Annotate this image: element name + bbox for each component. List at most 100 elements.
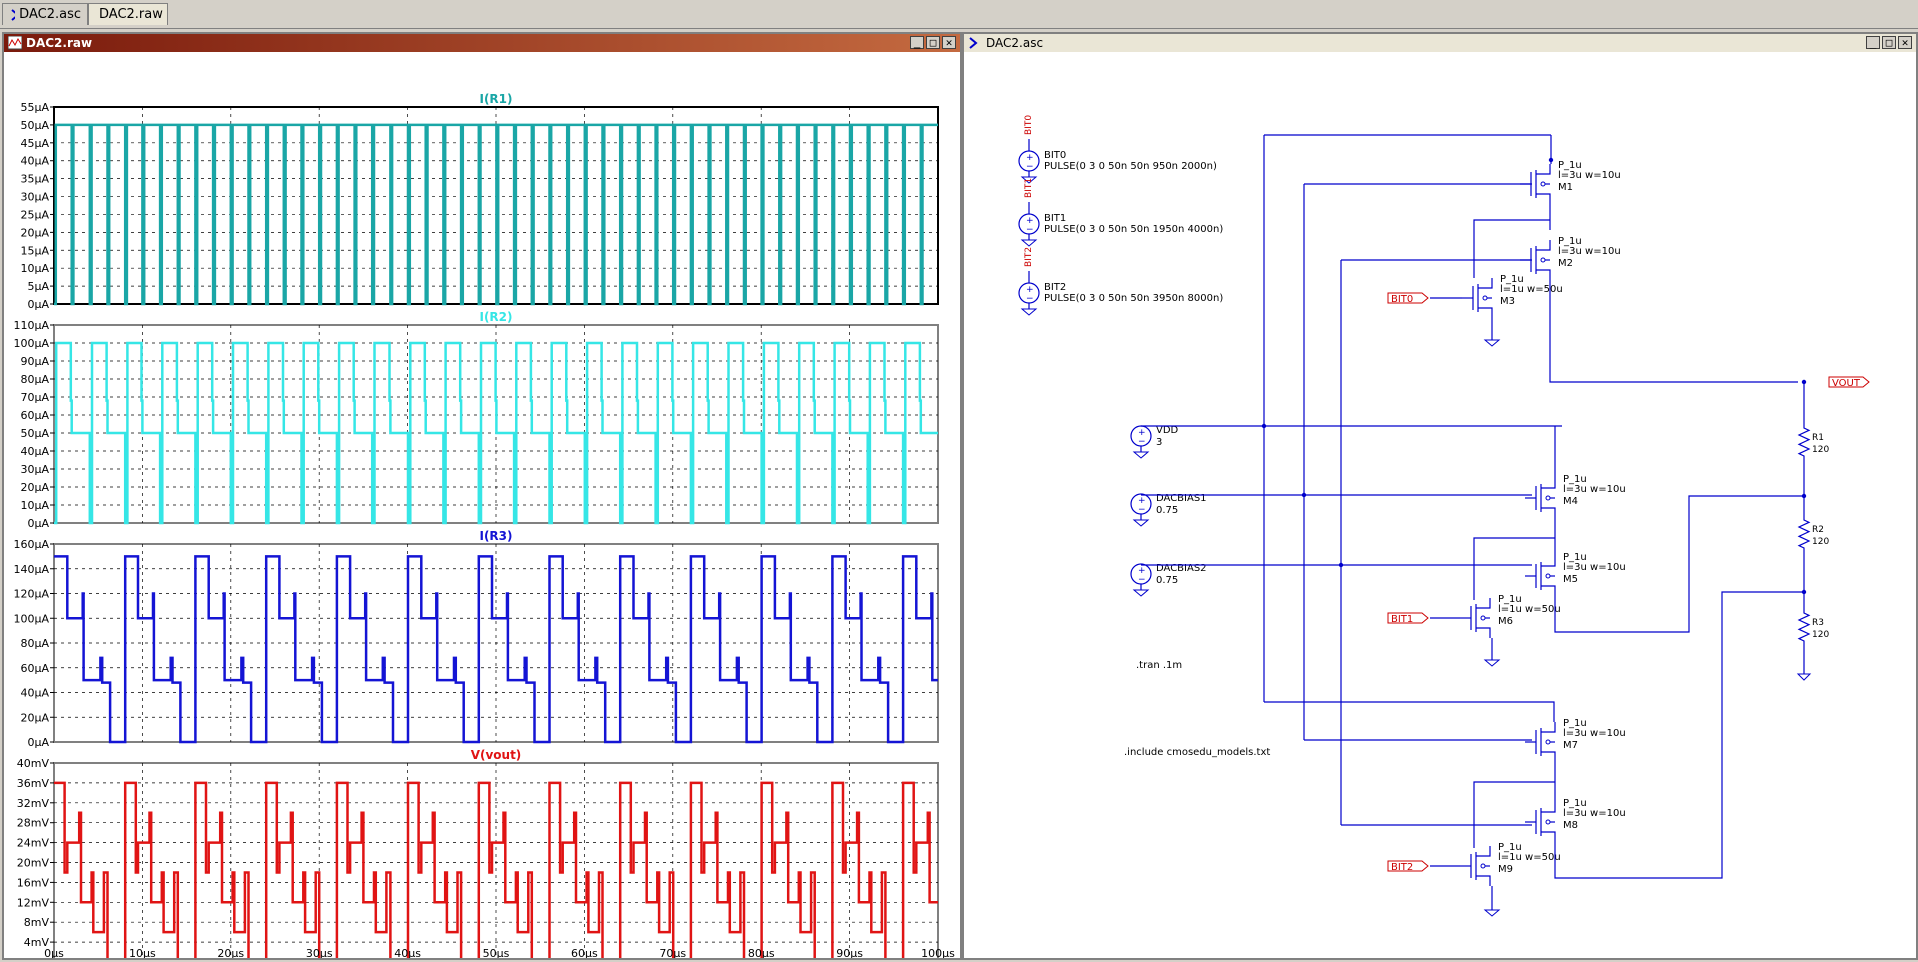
y-tick-label: 40µA xyxy=(20,687,49,700)
y-tick-label: 40µA xyxy=(20,445,49,458)
ground-symbol xyxy=(1483,909,1501,917)
y-tick-label: 40mV xyxy=(17,757,50,770)
svg-text:+: + xyxy=(1026,216,1034,226)
x-tick-label: 40µs xyxy=(394,947,421,958)
resistor-r2 xyxy=(1797,496,1811,572)
minimize-button[interactable]: _ xyxy=(1866,36,1880,49)
waveform-pane-v-vout: V(vout)40mV36mV32mV28mV24mV20mV16mV12mV8… xyxy=(17,748,939,958)
y-tick-label: 50µA xyxy=(20,119,49,132)
y-tick-label: 36mV xyxy=(17,777,50,790)
y-tick-label: 0µA xyxy=(27,736,49,749)
restore-button[interactable]: □ xyxy=(926,36,940,49)
svg-text:+: + xyxy=(1026,153,1034,163)
source-value: PULSE(0 3 0 50n 50n 950n 2000n) xyxy=(1044,161,1217,172)
x-tick-label: 30µs xyxy=(306,947,333,958)
resistor-name: R2 xyxy=(1812,525,1824,535)
x-tick-label: 60µs xyxy=(571,947,598,958)
close-button[interactable]: ✕ xyxy=(942,36,956,49)
y-tick-label: 20µA xyxy=(20,226,49,239)
y-tick-label: 0µA xyxy=(27,298,49,311)
source-name: BIT0 xyxy=(1044,150,1066,161)
transistor-model: P_1u xyxy=(1563,552,1587,563)
y-tick-label: 40µA xyxy=(20,155,49,168)
x-tick-label: 50µs xyxy=(483,947,510,958)
resistor-name: R1 xyxy=(1812,433,1824,443)
y-tick-label: 30µA xyxy=(20,191,49,204)
svg-text:+: + xyxy=(1138,496,1146,506)
bit2-net-label-flag xyxy=(1387,860,1429,872)
x-tick-label: 70µs xyxy=(659,947,686,958)
source-net-label: BIT0 xyxy=(1024,115,1034,135)
trace-title: I(R3) xyxy=(479,529,512,543)
source-name: BIT1 xyxy=(1044,213,1066,224)
svg-text:+: + xyxy=(1138,566,1146,576)
y-tick-label: 50µA xyxy=(20,427,49,440)
wire xyxy=(1473,219,1550,278)
transistor-params: l=1u w=50u xyxy=(1500,284,1563,295)
bit1-net-label: BIT1 xyxy=(1391,614,1413,625)
trace-ir1 xyxy=(54,123,938,306)
trace-vvout xyxy=(54,781,938,958)
y-tick-label: 100µA xyxy=(13,612,49,625)
r2-tap-wire xyxy=(1554,495,1804,633)
y-tick-label: 28mV xyxy=(17,817,50,830)
bit0-net-label: BIT0 xyxy=(1391,294,1413,305)
bit1-net-label-flag xyxy=(1387,612,1429,624)
waveform-window-titlebar[interactable]: DAC2.raw _ □ ✕ xyxy=(4,34,960,52)
minimize-button[interactable]: _ xyxy=(910,36,924,49)
x-tick-label: 20µs xyxy=(217,947,244,958)
pmos-m3 xyxy=(1462,278,1493,318)
transistor-name: M1 xyxy=(1558,182,1573,193)
y-tick-label: 90µA xyxy=(20,355,49,368)
svg-text:−: − xyxy=(1026,294,1034,304)
x-tick-label: 100µs xyxy=(921,947,955,958)
y-tick-label: 35µA xyxy=(20,173,49,186)
transistor-model: P_1u xyxy=(1558,236,1582,247)
x-tick-label: 90µs xyxy=(836,947,863,958)
ground-symbol xyxy=(1483,659,1501,667)
junction-dot xyxy=(1261,423,1267,429)
waveform-plot-area[interactable]: I(R1)55µA50µA45µA40µA35µA30µA25µA20µA15µ… xyxy=(4,52,960,958)
vout-net-label: VOUT xyxy=(1832,378,1861,389)
close-button[interactable]: ✕ xyxy=(1898,36,1912,49)
waveform-pane-i-r1: I(R1)55µA50µA45µA40µA35µA30µA25µA20µA15µ… xyxy=(20,92,939,311)
transistor-model: P_1u xyxy=(1498,842,1522,853)
source-value: PULSE(0 3 0 50n 50n 3950n 8000n) xyxy=(1044,293,1223,304)
tab-dac2-asc[interactable]: DAC2.asc xyxy=(2,3,88,25)
junction-dot xyxy=(1548,157,1554,163)
y-tick-label: 30µA xyxy=(20,463,49,476)
resistor-name: R3 xyxy=(1812,618,1824,628)
y-tick-label: 24mV xyxy=(17,837,50,850)
y-tick-label: 32mV xyxy=(17,797,50,810)
svg-text:+: + xyxy=(1138,428,1146,438)
spice-directive-include: .include cmosedu_models.txt xyxy=(1124,747,1270,758)
svg-text:+: + xyxy=(1026,285,1034,295)
source-name: BIT2 xyxy=(1044,282,1066,293)
y-tick-label: 0µA xyxy=(27,517,49,530)
y-tick-label: 25µA xyxy=(20,208,49,221)
transistor-params: l=3u w=10u xyxy=(1558,170,1621,181)
svg-text:−: − xyxy=(1026,162,1034,172)
schematic-icon xyxy=(969,37,978,49)
transistor-name: M9 xyxy=(1498,864,1513,875)
schematic-icon xyxy=(11,8,16,21)
transistor-name: M6 xyxy=(1498,616,1513,627)
trace-ir3 xyxy=(54,555,938,744)
transistor-name: M7 xyxy=(1563,740,1578,751)
svg-text:−: − xyxy=(1138,575,1146,585)
svg-text:−: − xyxy=(1138,437,1146,447)
y-tick-label: 16mV xyxy=(17,876,50,889)
bit0-net-label-flag xyxy=(1387,292,1429,304)
tab-dac2-raw[interactable]: DAC2.raw xyxy=(88,3,168,25)
source-value: 3 xyxy=(1156,437,1162,448)
y-tick-label: 10µA xyxy=(20,262,49,275)
r3-tap-wire xyxy=(1554,591,1804,879)
ground-symbol xyxy=(1796,673,1812,681)
pmos-m1 xyxy=(1520,164,1551,204)
restore-button[interactable]: □ xyxy=(1882,36,1896,49)
resistor-value: 120 xyxy=(1812,445,1829,455)
schematic-window-titlebar[interactable]: DAC2.asc _ □ ✕ xyxy=(964,34,1916,52)
pmos-m9 xyxy=(1460,846,1491,886)
